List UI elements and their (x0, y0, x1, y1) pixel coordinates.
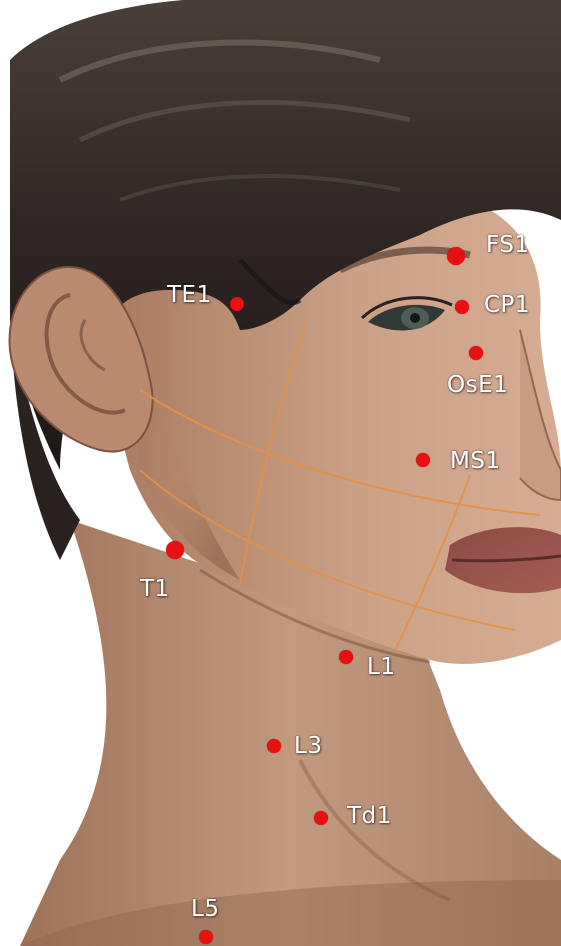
marker-l1-dot (339, 650, 353, 664)
marker-fs1-dot (447, 247, 465, 265)
label-fs1: FS1 (486, 234, 530, 257)
label-l5: L5 (191, 898, 219, 921)
marker-td1-dot (314, 811, 328, 825)
label-td1: Td1 (347, 805, 392, 828)
marker-te1-dot (230, 297, 244, 311)
label-ose1: OsE1 (447, 374, 508, 397)
marker-l3-dot (267, 739, 281, 753)
marker-ose1-dot (469, 346, 483, 360)
label-t1: T1 (140, 578, 170, 601)
marker-t1-dot (166, 541, 184, 559)
label-cp1: CP1 (484, 294, 530, 317)
label-te1: TE1 (167, 284, 212, 307)
marker-cp1-dot (455, 300, 469, 314)
label-l3: L3 (294, 735, 322, 758)
label-l1: L1 (367, 656, 395, 679)
label-ms1: MS1 (450, 450, 501, 473)
marker-l5-dot (199, 930, 213, 944)
marker-ms1-dot (416, 453, 430, 467)
